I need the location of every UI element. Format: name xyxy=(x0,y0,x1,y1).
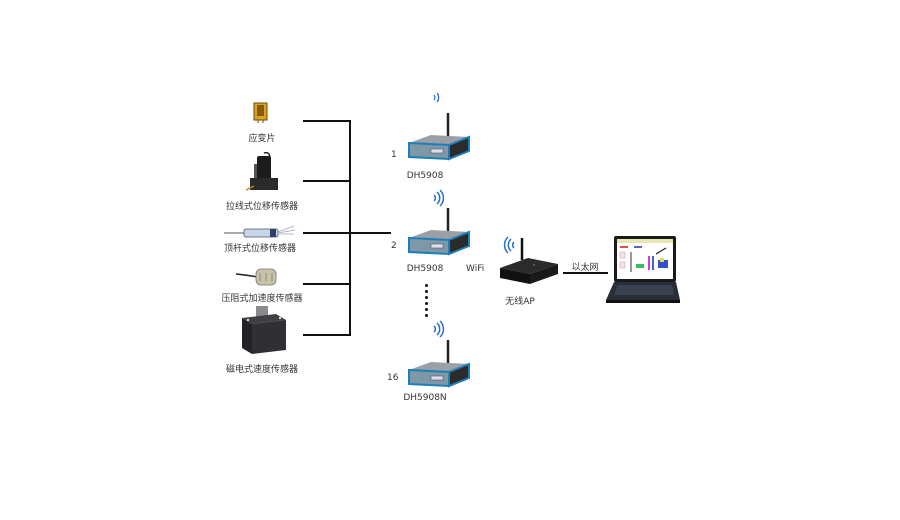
data-acquisition-device-icon xyxy=(408,340,470,388)
sensor-label: 磁电式速度传感器 xyxy=(225,365,299,375)
connector-line xyxy=(303,180,351,182)
sensor-label: 压阻式加速度传感器 xyxy=(221,294,303,304)
device-index: 2 xyxy=(391,241,397,251)
connector-line xyxy=(303,120,351,122)
connector-line xyxy=(303,283,351,285)
bus-to-device-line xyxy=(349,232,391,234)
device-model: DH5908 xyxy=(406,171,444,181)
sensor-label: 顶杆式位移传感器 xyxy=(223,244,297,254)
wifi-label: WiFi xyxy=(466,264,485,274)
wifi-signal-icon xyxy=(503,236,515,254)
velocity-sensor-icon xyxy=(242,306,286,354)
ethernet-label: 以太网 xyxy=(571,263,599,273)
wifi-signal-icon xyxy=(433,189,445,207)
ap-label: 无线AP xyxy=(505,297,535,307)
bus-vertical-line xyxy=(349,120,351,336)
wifi-signal-icon xyxy=(433,320,445,338)
sensor-label: 应变片 xyxy=(248,134,276,144)
accelerometer-icon xyxy=(235,268,277,286)
push-rod-sensor-icon xyxy=(224,225,296,238)
data-acquisition-device-icon xyxy=(408,208,470,256)
router-icon xyxy=(500,238,558,284)
strain-gauge-icon xyxy=(253,102,268,123)
draw-wire-sensor-icon xyxy=(245,151,278,191)
laptop-icon xyxy=(606,236,680,303)
connector-line xyxy=(303,232,351,234)
wifi-signal-icon xyxy=(433,92,440,103)
device-index: 1 xyxy=(391,150,397,160)
device-index: 16 xyxy=(387,373,399,383)
sensor-label: 拉线式位移传感器 xyxy=(225,202,299,212)
device-model: DH5908N xyxy=(403,393,447,403)
connector-line xyxy=(303,334,351,336)
ethernet-line xyxy=(563,272,608,274)
data-acquisition-device-icon xyxy=(408,113,470,161)
device-model: DH5908 xyxy=(406,264,444,274)
